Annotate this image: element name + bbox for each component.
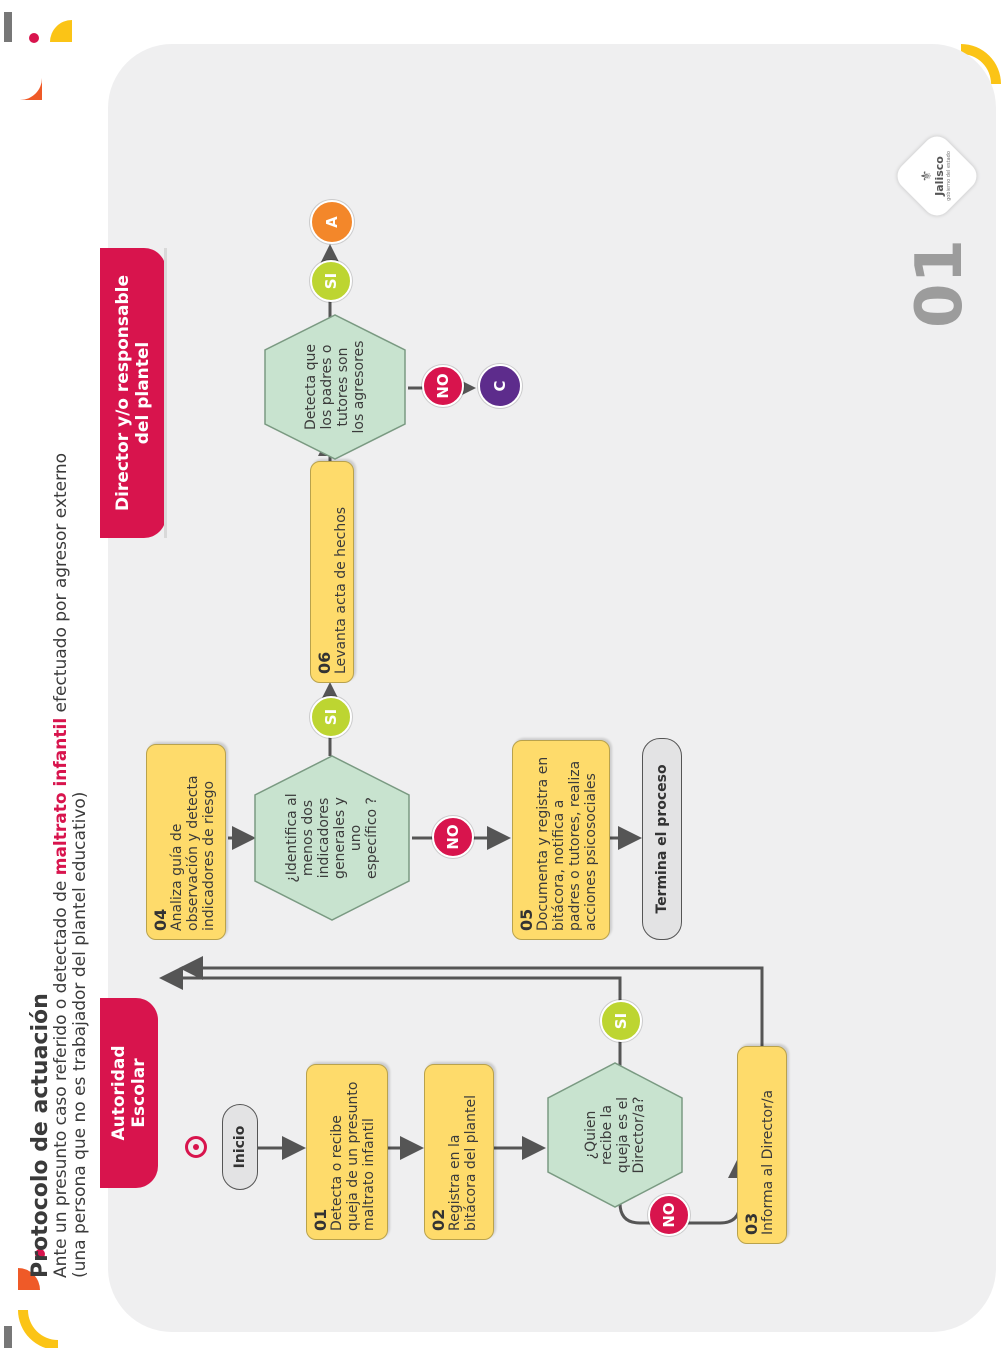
- step-01-number: 01: [311, 1208, 330, 1231]
- step-04-number: 04: [151, 908, 170, 931]
- step-04: 04 Analiza guía de observación y detecta…: [146, 744, 226, 940]
- step-02-text: Registra en la bitácora del plantel: [447, 1095, 479, 1231]
- step-02-number: 02: [429, 1208, 448, 1231]
- step-03-text: Informa al Director/a: [760, 1089, 776, 1235]
- answer-si-d2: SI: [310, 696, 352, 738]
- jalisco-crest-icon: ⚜: [919, 169, 935, 183]
- connector-c: C: [478, 364, 522, 408]
- answer-si-d1: SI: [600, 1000, 642, 1042]
- logo-subtitle: gobierno del estado: [946, 151, 952, 201]
- step-03-number: 03: [742, 1212, 761, 1235]
- step-01-text: Detecta o recibe queja de un presunto ma…: [329, 1081, 377, 1231]
- step-06-number: 06: [315, 651, 334, 674]
- answer-no-d3: NO: [422, 365, 464, 407]
- step-01: 01 Detecta o recibe queja de un presunto…: [306, 1064, 388, 1240]
- step-05-text: Documenta y registra en bitácora, notifi…: [535, 756, 599, 931]
- step-06-text: Levanta acta de hechos: [333, 506, 349, 674]
- logo-name: Jalisco: [933, 156, 946, 196]
- step-02: 02 Registra en la bitácora del plantel: [424, 1064, 494, 1240]
- start-icon: [185, 1136, 207, 1158]
- corner-decoration-bottom-left: [0, 1240, 90, 1352]
- decision-indicators-text: ¿Identifica al menos dos indicadores gen…: [284, 793, 380, 883]
- step-03: 03 Informa al Director/a: [737, 1046, 787, 1244]
- end-pill: Termina el proceso: [642, 738, 682, 940]
- step-05: 05 Documenta y registra en bitácora, not…: [512, 740, 610, 940]
- answer-si-d3: SI: [310, 260, 352, 302]
- arrow-d1-si-04: [159, 966, 622, 1108]
- decision-director-receives-text: ¿Quien recibe la queja es el Director/a?: [583, 1096, 647, 1174]
- answer-no-d2: NO: [432, 816, 474, 858]
- decision-indicators: ¿Identifica al menos dos indicadores gen…: [252, 753, 412, 923]
- arrow-03-04: [179, 956, 764, 1048]
- page-number: 01: [903, 238, 977, 328]
- decision-parents-aggressors: Detecta que los padres o tutores son los…: [262, 312, 408, 462]
- corner-decoration-top-left: [0, 0, 90, 110]
- start-pill: Inicio: [222, 1104, 258, 1190]
- decision-parents-aggressors-text: Detecta que los padres o tutores son los…: [303, 340, 367, 434]
- step-04-text: Analiza guía de observación y detecta in…: [169, 775, 217, 931]
- decision-director-receives: ¿Quien recibe la queja es el Director/a?: [545, 1060, 685, 1210]
- step-06: 06 Levanta acta de hechos: [310, 461, 354, 683]
- connector-a: A: [310, 200, 354, 244]
- step-05-number: 05: [517, 908, 536, 931]
- jalisco-logo-text: ⚜ Jalisco gobierno del estado: [919, 144, 952, 208]
- answer-no-d1: NO: [648, 1194, 690, 1236]
